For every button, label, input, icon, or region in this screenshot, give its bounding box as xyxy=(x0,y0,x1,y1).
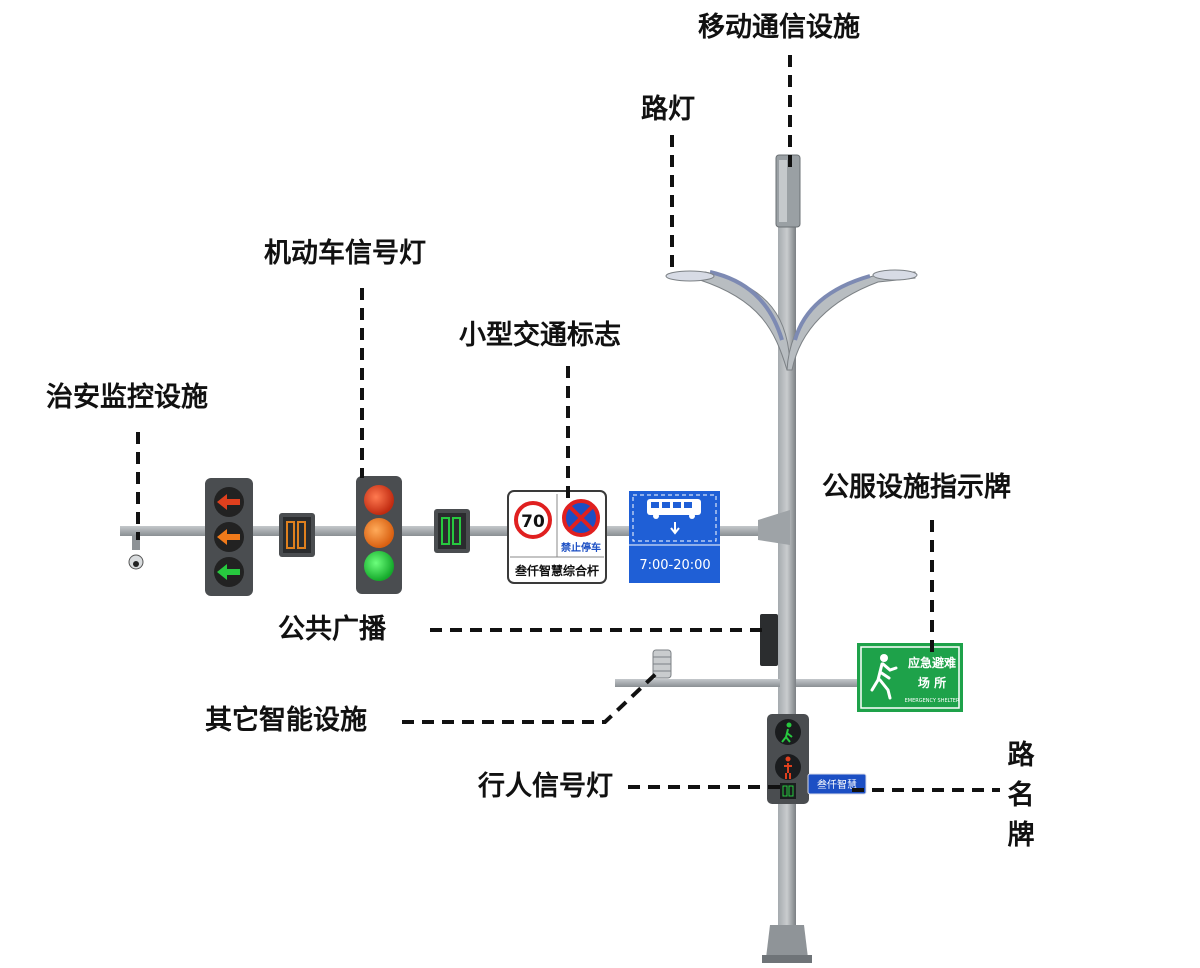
no-parking-label: 禁止停车 xyxy=(560,541,601,554)
shelter-line2: 场 所 xyxy=(918,675,946,690)
leader-lines xyxy=(136,55,1000,792)
amber-light xyxy=(364,518,394,548)
street-name-sign: 叁仟智慧 xyxy=(807,773,867,795)
green-arrow-icon xyxy=(217,564,240,580)
label-small-sign: 小型交通标志 xyxy=(459,320,621,351)
running-person-icon xyxy=(870,654,898,700)
shelter-english: EMERGENCY SHELTER xyxy=(905,698,960,704)
label-pedestrian-signal: 行人信号灯 xyxy=(478,771,613,802)
red-light xyxy=(364,485,394,515)
emergency-shelter-sign: 应急避难 场 所 EMERGENCY SHELTER xyxy=(857,643,963,712)
sign-brand-label: 叁仟智慧综合杆 xyxy=(514,563,599,578)
street-sign-text: 叁仟智慧 xyxy=(817,778,857,791)
shelter-line1: 应急避难 xyxy=(908,655,956,670)
security-camera xyxy=(128,536,144,570)
label-security-monitor: 治安监控设施 xyxy=(46,382,208,413)
amber-arrow-icon xyxy=(217,529,240,545)
pedestrian-signal xyxy=(767,714,809,804)
red-arrow-icon xyxy=(217,494,240,510)
label-street-light: 路灯 xyxy=(641,94,695,125)
speed-limit-icon xyxy=(514,501,552,539)
countdown-display-amber xyxy=(279,513,315,557)
bus-lane-hours: 7:00-20:00 xyxy=(639,558,710,573)
leader-other-smart xyxy=(402,668,662,724)
speaker xyxy=(760,614,778,666)
label-public-service-sign: 公服设施指示牌 xyxy=(822,472,1011,503)
label-mobile-comm: 移动通信设施 xyxy=(698,12,860,43)
label-public-broadcast: 公共广播 xyxy=(278,614,386,645)
street-light-arms xyxy=(665,269,918,371)
red-stand-icon xyxy=(784,756,792,779)
small-traffic-sign: 70 禁止停车 叁仟智慧综合杆 xyxy=(507,490,607,584)
bus-lane-sign: 7:00-20:00 xyxy=(629,491,720,583)
green-light xyxy=(364,551,394,581)
label-street-name-sign: 路名牌 xyxy=(1007,740,1035,851)
countdown-display-green xyxy=(434,509,470,553)
smart-sensor xyxy=(652,649,672,679)
down-arrow-icon xyxy=(670,522,680,535)
label-other-smart: 其它智能设施 xyxy=(205,705,367,736)
left-arrow-signal xyxy=(205,478,253,596)
label-vehicle-signal: 机动车信号灯 xyxy=(264,238,426,269)
green-walker-icon xyxy=(781,722,793,743)
lower-arm xyxy=(615,679,858,687)
vehicle-signal xyxy=(356,476,402,594)
speed-limit-value: 70 xyxy=(521,512,545,532)
